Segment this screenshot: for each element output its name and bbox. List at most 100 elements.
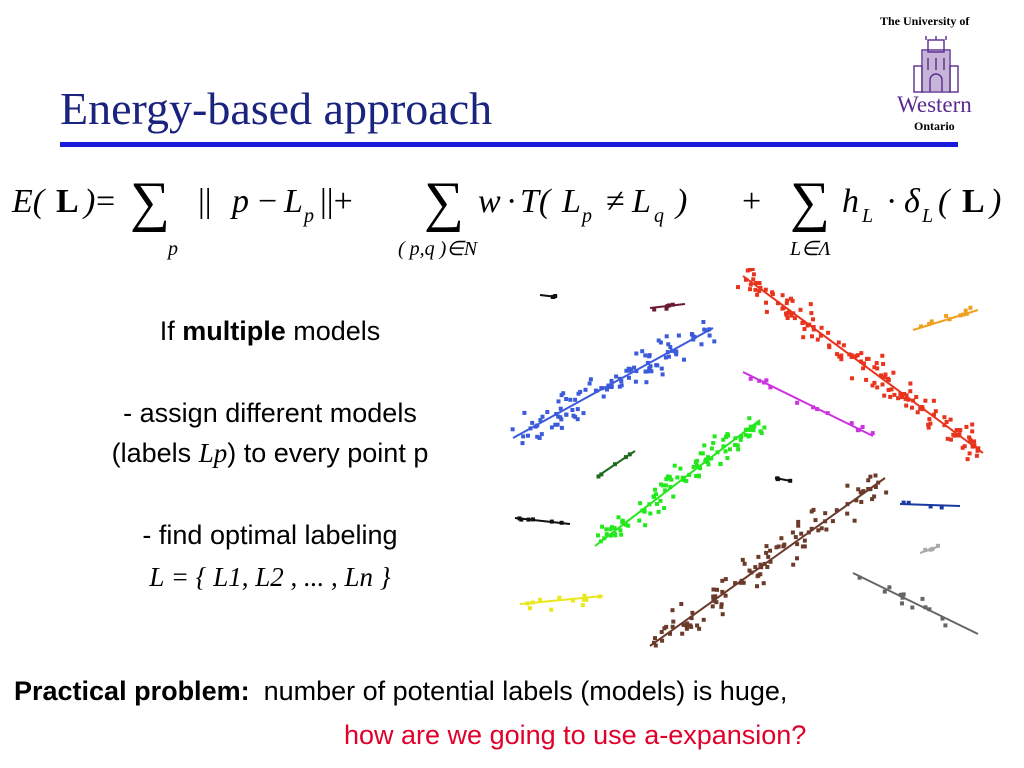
scatter-point <box>751 428 756 433</box>
scatter-point <box>756 573 761 578</box>
sum-symbol-2: ∑ <box>424 171 464 233</box>
scatter-point <box>943 623 948 628</box>
scatter-point <box>793 535 798 540</box>
scatter-point <box>827 345 832 350</box>
scatter-point <box>750 268 755 271</box>
scatter-point <box>658 340 663 345</box>
scatter-point <box>830 519 835 524</box>
scatter-point <box>545 410 550 414</box>
scatter-point <box>679 602 684 606</box>
scatter-point <box>798 307 803 312</box>
scatter-point <box>835 352 839 357</box>
scatter-point <box>975 448 980 453</box>
scatter-point <box>873 485 878 489</box>
scatter-point <box>776 544 781 549</box>
scatter-point <box>751 277 756 282</box>
scatter-point <box>872 380 877 385</box>
scatter-point <box>627 368 632 373</box>
svg-text:L: L <box>283 183 303 220</box>
scatter-point <box>643 523 648 528</box>
scatter-point <box>815 337 820 342</box>
model-line-4 <box>742 371 874 437</box>
scatter-point <box>811 317 815 322</box>
scatter-point <box>613 533 618 538</box>
scatter-point <box>855 428 860 433</box>
scatter-point <box>604 527 609 532</box>
scatter-point <box>575 407 580 412</box>
scatter-point <box>872 494 877 499</box>
scatter-point <box>758 562 763 567</box>
scatter-point <box>886 388 891 392</box>
scatter-point <box>779 536 784 541</box>
scatter-point <box>706 455 710 460</box>
scatter-point <box>747 568 752 573</box>
sum-symbol-3: ∑ <box>790 171 830 233</box>
model-line-6 <box>519 595 604 605</box>
scatter-point <box>926 422 931 427</box>
scatter-point <box>712 434 717 439</box>
scatter-point <box>755 292 760 297</box>
scatter-point <box>875 366 880 371</box>
scatter-point <box>768 385 773 390</box>
scatter-point <box>638 501 643 506</box>
scatter-point <box>672 463 677 468</box>
scatter-point <box>609 525 614 530</box>
scatter-point <box>653 643 658 648</box>
scatter-point <box>660 372 665 377</box>
scatter-point <box>882 393 887 398</box>
scatter-point <box>870 497 875 502</box>
scatter-point <box>738 580 743 585</box>
scatter-point <box>746 434 751 439</box>
scatter-point <box>643 353 648 358</box>
scatter-point <box>668 485 673 490</box>
scatter-point <box>856 487 861 492</box>
scatter-point <box>711 441 716 445</box>
scatter-point <box>738 437 743 442</box>
scatter-point <box>669 477 674 482</box>
svg-text:p: p <box>580 205 592 227</box>
scatter-point <box>942 415 947 420</box>
scatter-point <box>751 272 756 277</box>
scatter-point <box>810 334 814 339</box>
scatter-point <box>682 478 686 483</box>
scatter-point <box>743 277 748 282</box>
scatter-point <box>765 565 770 569</box>
scatter-point <box>789 313 794 318</box>
title-underline <box>60 142 958 147</box>
scatter-point <box>789 296 793 301</box>
scatter-point <box>879 373 884 378</box>
scatter-point <box>880 382 885 387</box>
scatter-point <box>703 457 708 462</box>
scatter-point <box>850 376 854 381</box>
scatter-point <box>652 307 657 312</box>
scatter-point <box>736 447 741 452</box>
scatter-point <box>671 494 676 499</box>
scatter-point <box>678 466 683 471</box>
scatter-point <box>614 374 619 379</box>
scatter-point <box>795 556 799 561</box>
scatter-point <box>647 366 652 371</box>
scatter-point <box>824 527 829 532</box>
scatter-point <box>875 385 880 390</box>
model-line-3 <box>649 477 886 647</box>
scatter-point <box>682 357 686 362</box>
scatter-point <box>903 396 908 401</box>
scatter-point <box>681 622 686 627</box>
scatter-point <box>663 483 668 488</box>
svg-text:δ: δ <box>904 183 921 220</box>
scatter-point <box>553 422 558 427</box>
scatter-point <box>781 544 786 549</box>
scatter-point <box>634 351 639 356</box>
model-line-7 <box>852 572 979 635</box>
scatter-point <box>609 383 614 388</box>
scatter-point <box>685 621 690 626</box>
scatter-point <box>684 624 689 629</box>
scatter-point <box>747 416 752 421</box>
scatter-point <box>684 478 689 483</box>
scatter-point <box>618 528 623 533</box>
scatter-point <box>721 444 726 449</box>
scatter-point <box>763 287 768 292</box>
scatter-point <box>660 638 665 643</box>
scatter-point <box>857 575 862 580</box>
scatter-point <box>904 393 909 398</box>
